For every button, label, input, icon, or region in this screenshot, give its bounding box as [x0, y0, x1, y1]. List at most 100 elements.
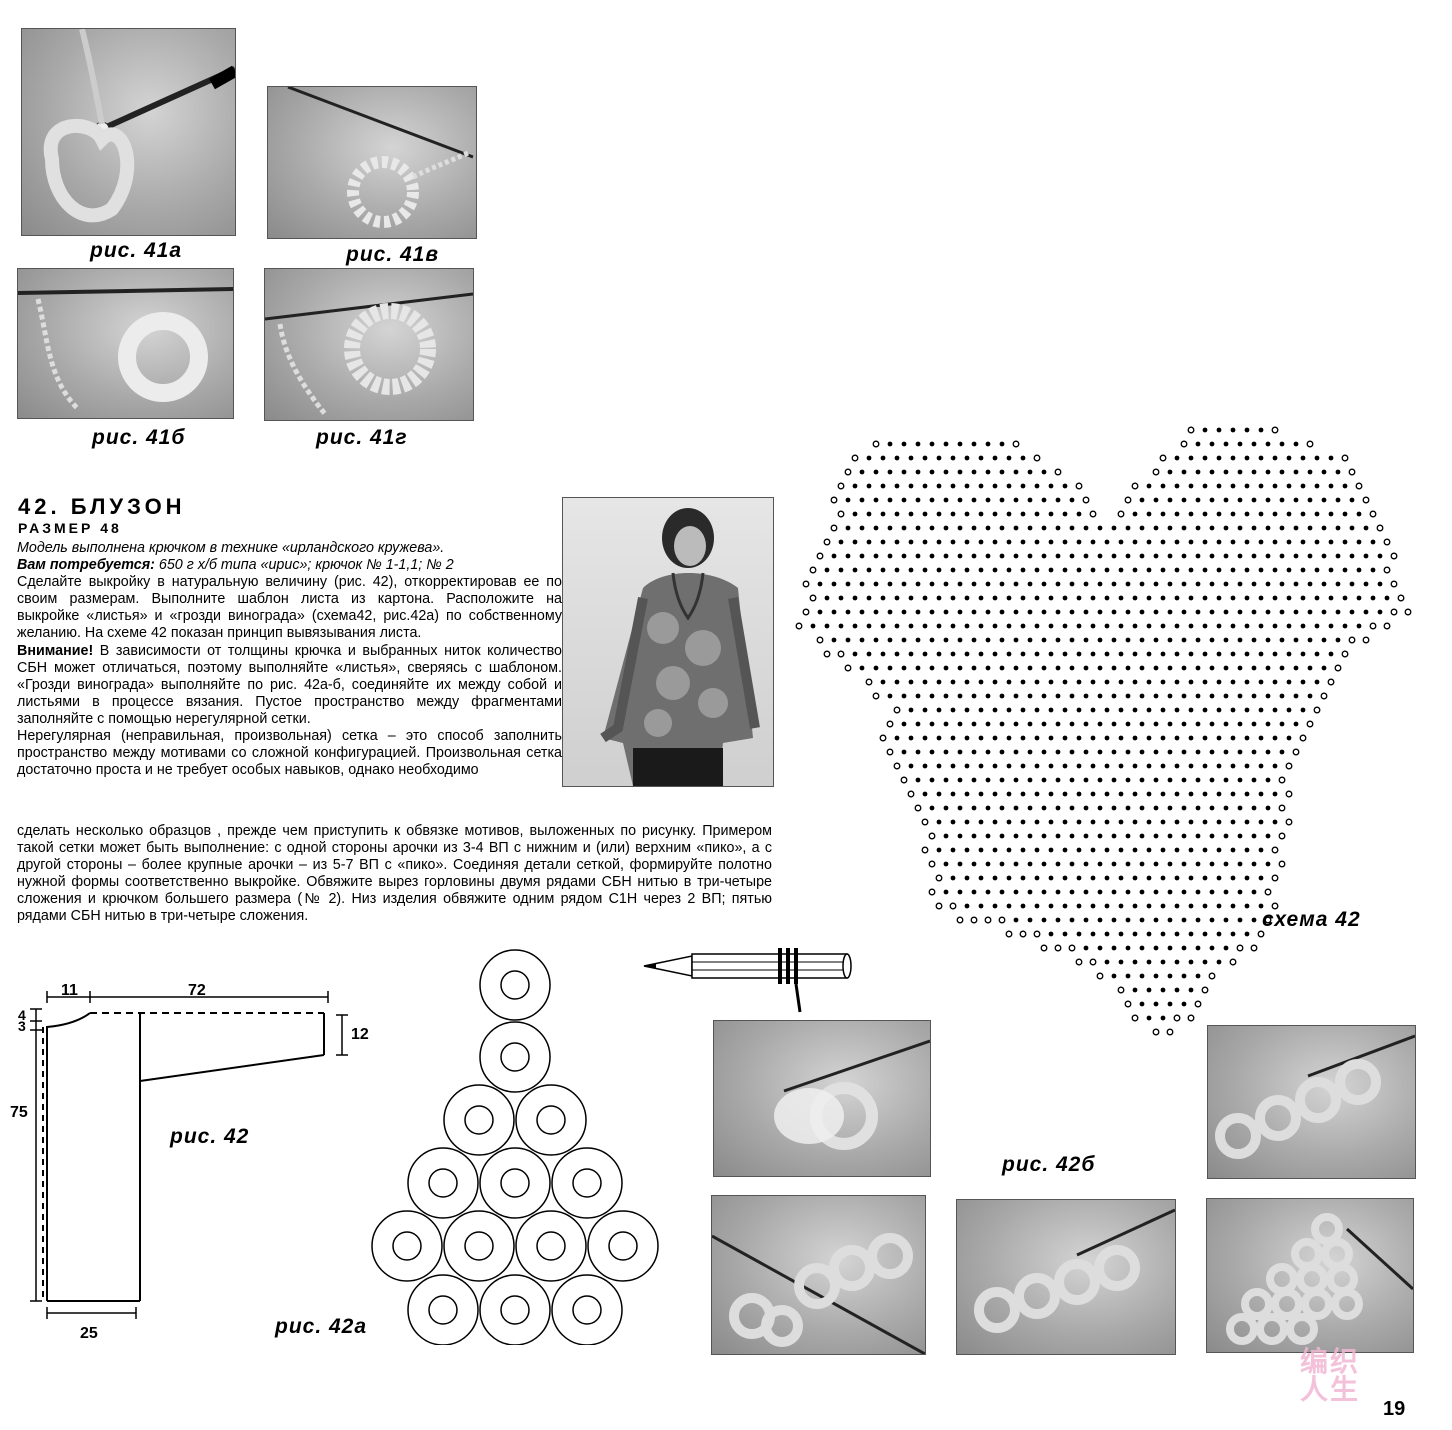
dim-75: 75: [10, 1104, 28, 1121]
scheme-stitch: [1174, 875, 1180, 881]
scheme-stitch: [1083, 777, 1089, 783]
scheme-stitch: [1216, 903, 1222, 909]
scheme-stitch: [957, 469, 963, 475]
scheme-stitch: [1062, 707, 1068, 713]
scheme-stitch: [992, 483, 998, 489]
scheme-stitch: [1271, 426, 1279, 434]
scheme-stitch: [1055, 609, 1061, 615]
scheme-stitch: [1076, 511, 1082, 517]
scheme-stitch: [1278, 832, 1286, 840]
scheme-stitch: [1111, 889, 1117, 895]
scheme-stitch: [1027, 469, 1033, 475]
scheme-stitch: [929, 805, 935, 811]
scheme-stitch: [1181, 693, 1187, 699]
scheme-stitch: [1244, 539, 1250, 545]
scheme-stitch: [1125, 861, 1131, 867]
scheme-stitch: [1181, 721, 1187, 727]
scheme-stitch: [999, 609, 1005, 615]
scheme-stitch: [824, 623, 830, 629]
scheme-stitch: [1272, 791, 1278, 797]
scheme-stitch: [1132, 819, 1138, 825]
scheme-stitch: [964, 539, 970, 545]
scheme-stitch: [1013, 889, 1019, 895]
scheme-stitch: [1286, 679, 1292, 685]
scheme-stitch: [1054, 468, 1062, 476]
scheme-stitch: [978, 539, 984, 545]
scheme-stitch: [936, 735, 942, 741]
scheme-stitch: [1048, 679, 1054, 685]
scheme-stitch: [838, 623, 844, 629]
scheme-stitch: [985, 637, 991, 643]
scheme-stitch: [1005, 930, 1013, 938]
scheme-stitch: [950, 567, 956, 573]
scheme-stitch: [1118, 539, 1124, 545]
scheme-stitch: [1216, 651, 1222, 657]
photo-41a: [21, 28, 236, 236]
scheme-stitch: [1013, 721, 1019, 727]
scheme-stitch: [1216, 455, 1222, 461]
scheme-stitch: [1265, 441, 1271, 447]
scheme-stitch: [929, 693, 935, 699]
scheme-stitch: [1013, 665, 1019, 671]
scheme-stitch: [950, 875, 956, 881]
scheme-stitch: [1055, 637, 1061, 643]
scheme-stitch: [1293, 469, 1299, 475]
scheme-stitch: [1244, 679, 1250, 685]
scheme-stitch: [929, 665, 935, 671]
scheme-stitch: [1076, 903, 1082, 909]
scheme-stitch: [1083, 749, 1089, 755]
scheme-stitch: [1201, 986, 1209, 994]
scheme-stitch: [865, 678, 873, 686]
scheme-stitch: [1160, 819, 1166, 825]
scheme-stitch: [1181, 553, 1187, 559]
scheme-stitch: [1013, 861, 1019, 867]
scheme-stitch: [1146, 819, 1152, 825]
scheme-stitch: [1369, 510, 1377, 518]
scheme-stitch: [1090, 539, 1096, 545]
scheme-stitch: [1307, 469, 1313, 475]
scheme-stitch: [1272, 679, 1278, 685]
scheme-stitch: [957, 609, 963, 615]
scheme-stitch: [1216, 931, 1222, 937]
scheme-stitch: [1349, 497, 1355, 503]
scheme-stitch: [1153, 973, 1159, 979]
scheme-stitch: [950, 791, 956, 797]
scheme-stitch: [908, 763, 914, 769]
scheme-stitch: [1244, 763, 1250, 769]
scheme-stitch: [1237, 833, 1243, 839]
scheme-stitch: [1153, 833, 1159, 839]
scheme-stitch: [1244, 595, 1250, 601]
scheme-stitch: [1146, 595, 1152, 601]
scheme-stitch: [1272, 539, 1278, 545]
scheme-stitch: [809, 594, 817, 602]
scheme-stitch: [1237, 441, 1243, 447]
scheme-stitch: [936, 763, 942, 769]
scheme-stitch: [1125, 693, 1131, 699]
scheme-stitch: [1153, 553, 1159, 559]
scheme-stitch: [1048, 875, 1054, 881]
scheme-stitch: [985, 497, 991, 503]
scheme-stitch: [1167, 749, 1173, 755]
scheme-stitch: [1181, 973, 1187, 979]
scheme-stitch: [1202, 539, 1208, 545]
scheme-stitch: [978, 735, 984, 741]
scheme-stitch: [921, 846, 929, 854]
article-para1: Сделайте выкройку в натуральную величину…: [17, 574, 562, 642]
scheme-stitch: [1258, 791, 1264, 797]
scheme-stitch: [915, 497, 921, 503]
scheme-stitch: [1223, 525, 1229, 531]
scheme-stitch: [859, 497, 865, 503]
scheme-stitch: [1293, 693, 1299, 699]
scheme-stitch: [985, 665, 991, 671]
scheme-stitch: [1167, 1001, 1173, 1007]
scheme-stitch: [1216, 511, 1222, 517]
scheme-stitch: [1090, 567, 1096, 573]
scheme-stitch: [1265, 637, 1271, 643]
scheme-stitch: [1251, 889, 1257, 895]
scheme-stitch: [1013, 777, 1019, 783]
scheme-stitch: [922, 623, 928, 629]
scheme-stitch: [1034, 819, 1040, 825]
scheme-stitch: [1342, 483, 1348, 489]
scheme-stitch: [1090, 903, 1096, 909]
scheme-stitch: [1272, 735, 1278, 741]
